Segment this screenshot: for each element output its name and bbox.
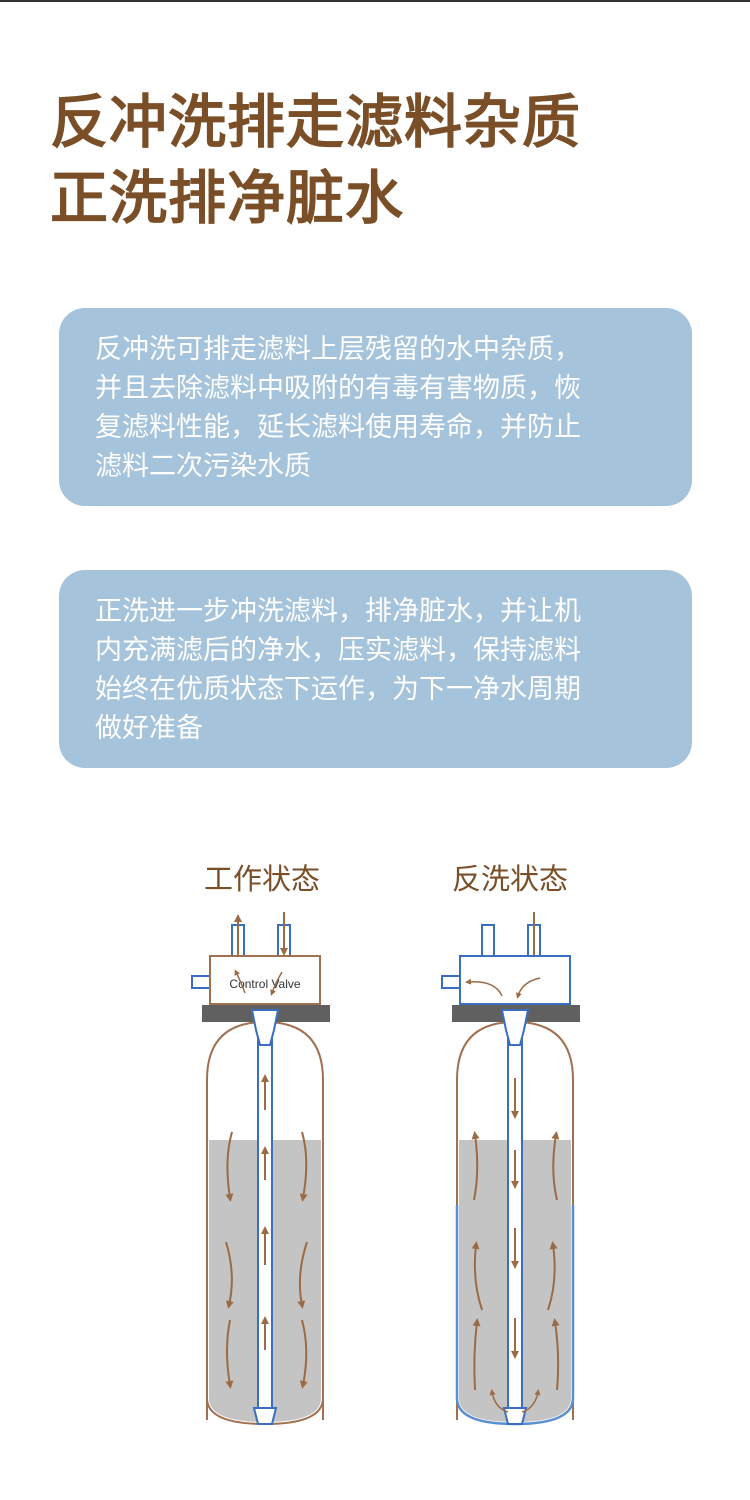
title-line-1: 反冲洗排走滤料杂质	[50, 88, 582, 156]
working-state-label: 工作状态	[204, 862, 321, 896]
card-text-line: 正洗进一步冲洗滤料，排净脏水，并让机	[95, 596, 581, 627]
card-text-line: 复滤料性能，延长滤料使用寿命，并防止	[95, 412, 581, 443]
control-valve	[459, 955, 571, 1005]
card-text-line: 反冲洗可排走滤料上层残留的水中杂质，	[95, 334, 581, 365]
card-text-line: 做好准备	[95, 713, 203, 744]
rinse-info-card: 正洗进一步冲洗滤料，排净脏水，并让机 内充满滤后的净水，压实滤料，保持滤料 始终…	[59, 570, 692, 768]
backwash-state-label: 反洗状态	[452, 862, 569, 896]
working-state-diagram: Control Valve	[191, 912, 330, 1426]
title-line-2: 正洗排净脏水	[50, 164, 405, 232]
control-valve-label: Control Valve	[229, 977, 300, 991]
backwash-info-card: 反冲洗可排走滤料上层残留的水中杂质， 并且去除滤料中吸附的有毒有害物质，恢 复滤…	[59, 308, 692, 506]
card-text-line: 并且去除滤料中吸附的有毒有害物质，恢	[95, 373, 581, 404]
backwash-state-diagram	[441, 912, 580, 1426]
card-text-line: 滤料二次污染水质	[95, 451, 311, 482]
page-title: 反冲洗排走滤料杂质 正洗排净脏水	[50, 84, 581, 236]
card-text-line: 始终在优质状态下运作，为下一净水周期	[95, 674, 581, 705]
filter-tank-diagrams: Control Valve	[191, 912, 580, 1426]
control-valve	[209, 955, 321, 1005]
card-text-line: 内充满滤后的净水，压实滤料，保持滤料	[95, 635, 581, 666]
top-border	[0, 0, 750, 2]
